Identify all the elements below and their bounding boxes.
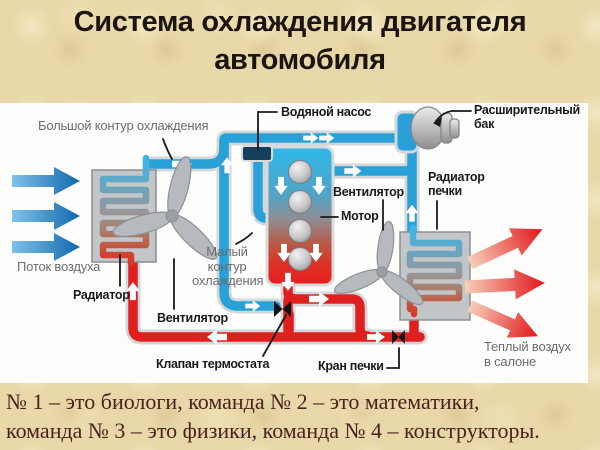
air-flow-arrows: [12, 167, 80, 261]
slide-title: Система охлаждения двигателя автомобиля: [73, 6, 527, 77]
label-expansion-tank: Расширительный бак: [474, 103, 580, 131]
water-pump: [241, 145, 273, 162]
label-water-pump: Водяной насос: [281, 105, 372, 119]
footer-line-2: команда № 3 – это физики, команда № 4 – …: [6, 417, 540, 443]
heater-tap-valve-icon: [392, 330, 405, 344]
label-radiator: Радиатор: [73, 288, 130, 302]
label-air-flow: Поток воздуха: [17, 259, 101, 274]
thermostat-valve-icon: [274, 301, 291, 317]
warm-air-arrows: [463, 215, 549, 350]
footer-text: № 1 – это биологи, команда № 2 – это мат…: [6, 388, 598, 445]
heater-radiator: [399, 224, 471, 321]
radiator-fan-icon: [112, 156, 218, 260]
cooling-pipes-cold: [145, 133, 417, 311]
label-heater-tap: Кран печки: [318, 359, 384, 373]
label-motor: Мотор: [341, 209, 379, 223]
leader-lines: [119, 110, 472, 369]
engine-block: [265, 145, 335, 287]
label-warm-air-cabin: Теплый воздух в салоне: [484, 339, 571, 369]
label-fan-center: Вентилятор: [333, 185, 404, 199]
label-big-cooling-circuit: Большой контур охлаждения: [38, 118, 209, 133]
label-heater-radiator: Радиатор печки: [428, 170, 485, 198]
label-small-cooling-circuit: Малый контур охлаждения: [192, 244, 264, 289]
label-thermostat-valve: Клапан термостата: [156, 357, 270, 371]
footer-line-1: № 1 – это биологи, команда № 2 – это мат…: [6, 389, 480, 414]
radiator: [91, 154, 157, 267]
label-fan-left: Вентилятор: [157, 311, 228, 325]
heater-fan-icon: [333, 220, 424, 306]
expansion-tank-icon: [394, 106, 460, 154]
